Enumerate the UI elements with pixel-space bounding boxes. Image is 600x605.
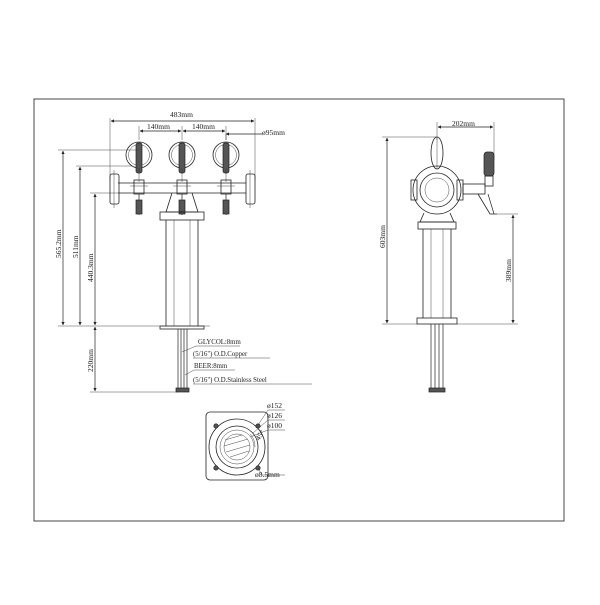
note-glycol-material: (5/16") O.D.Copper [193, 351, 248, 358]
dim-depth: 202mm [452, 119, 475, 128]
tap-medallion-1 [125, 141, 153, 182]
tower-column [159, 192, 205, 330]
faucet-1 [130, 179, 148, 215]
dim-base-hole: ø8.5mm [255, 470, 280, 479]
dim-medallion-diameter: ø95mm [262, 128, 285, 137]
sheet-border [33, 98, 565, 522]
dim-height-spout: 440.3mm [86, 253, 95, 282]
note-beer-material: (5/16") O.D.Stainless Steel [193, 377, 267, 384]
dim-base-inner: ø100 [267, 421, 282, 430]
note-beer-size: BEER:8mm [194, 363, 228, 370]
dim-spacing-left: 140mm [147, 122, 170, 131]
tower-crossbar [109, 170, 256, 208]
side-tap-handle [430, 136, 444, 170]
dim-height-tap: 511mm [71, 235, 80, 258]
dim-spacing-right: 140mm [192, 122, 215, 131]
dim-side-height-overall: 603mm [378, 225, 387, 248]
faucet-2 [173, 179, 191, 215]
dim-height-overall: 565.2mm [54, 229, 63, 258]
note-glycol-size: GLYCOL:8mm [198, 339, 241, 346]
dim-base-mid: ø126 [267, 411, 282, 420]
tubing-lines [175, 329, 190, 393]
dim-base-outer: ø152 [267, 401, 282, 410]
tubing-notes: GLYCOL:8mm (5/16") O.D.Copper BEER:8mm (… [181, 339, 312, 385]
side-view: 202mm [378, 119, 518, 393]
front-view: 483mm 140mm 140mm ø95mm [54, 110, 285, 393]
side-tubing [428, 324, 446, 393]
dim-tube-length: 220mm [86, 349, 95, 372]
tap-medallion-3 [212, 141, 240, 182]
base-view: ø152 ø126 ø100 45° ø8.5mm [205, 401, 285, 481]
faucet-3 [217, 179, 235, 215]
dim-width-total: 483mm [170, 110, 193, 119]
side-tower-head [410, 165, 464, 215]
side-faucet [462, 151, 497, 215]
dim-side-height-spout: 389mm [504, 259, 513, 282]
tap-medallion-2 [168, 141, 196, 182]
dim-base-angle: 45° [253, 428, 266, 442]
side-column [416, 229, 458, 325]
